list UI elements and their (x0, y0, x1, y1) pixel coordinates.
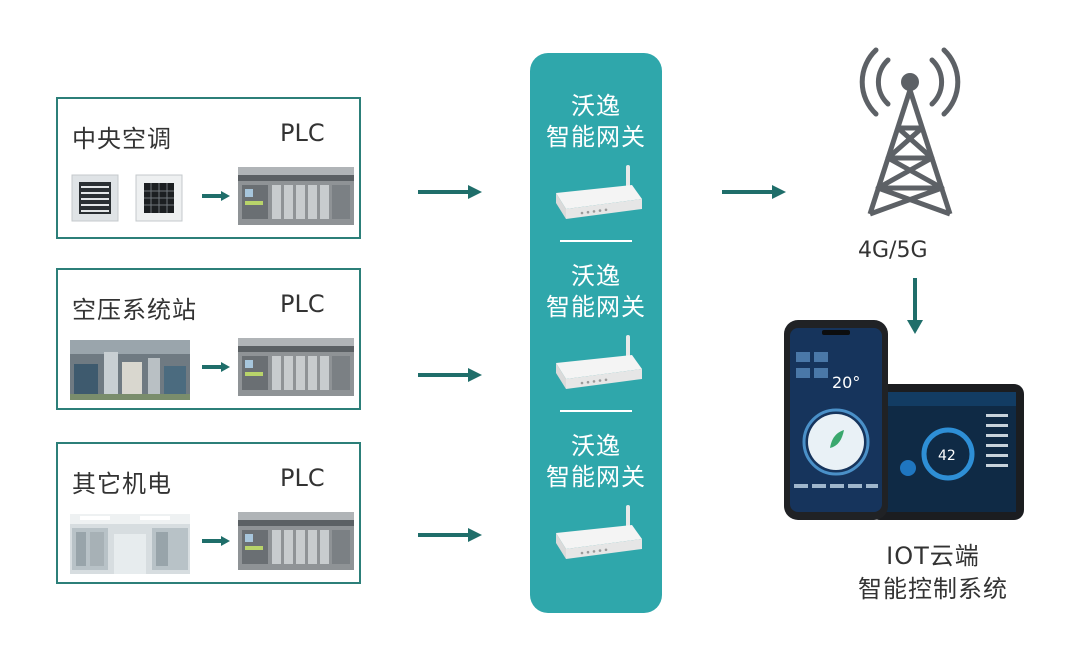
gateway-divider (560, 410, 632, 412)
gateway-block: 沃逸 智能网关 (530, 393, 662, 573)
router-icon (556, 335, 642, 389)
router-icon (556, 505, 642, 559)
gateway-label: 沃逸 智能网关 (530, 91, 662, 153)
gateway-label: 沃逸 智能网关 (530, 431, 662, 493)
plc-label: PLC (280, 464, 325, 492)
plc-label: PLC (280, 119, 325, 147)
source-title: 空压系统站 (72, 296, 197, 324)
gateway-brand: 沃逸 (571, 432, 621, 460)
gateway-block: 沃逸 智能网关 (530, 53, 662, 242)
gateway-type: 智能网关 (546, 123, 646, 151)
plc-icon (238, 338, 354, 396)
flow-arrow-icon (418, 528, 482, 542)
electrical-room-icon (70, 514, 190, 574)
plc-icon (238, 167, 354, 225)
svg-text:20°: 20° (832, 373, 860, 392)
svg-text:42: 42 (938, 448, 956, 464)
flow-arrow-icon (722, 185, 786, 199)
gateway-brand: 沃逸 (571, 92, 621, 120)
cloud-subtitle: 智能控制系统 (858, 575, 1008, 603)
small-arrow-icon (202, 191, 230, 201)
plc-label: PLC (280, 290, 325, 318)
gateway-panel: 沃逸 智能网关 沃逸 智能网关 沃逸 智能网关 (530, 53, 662, 613)
plc-icon (238, 512, 354, 570)
source-box-compressor: 空压系统站 PLC (56, 268, 361, 410)
small-arrow-icon (202, 362, 230, 372)
compressor-station-icon (70, 340, 190, 400)
source-box-electrical: 其它机电 PLC (56, 442, 361, 584)
phone-tablet-icon: 42 20° (784, 320, 1024, 520)
small-arrow-icon (202, 536, 230, 546)
source-box-central-ac: 中央空调 PLC (56, 97, 361, 239)
gateway-type: 智能网关 (546, 463, 646, 491)
cell-tower-icon (859, 47, 961, 217)
gateway-brand: 沃逸 (571, 262, 621, 290)
network-label: 4G/5G (858, 238, 928, 263)
gateway-label: 沃逸 智能网关 (530, 261, 662, 323)
gateway-type: 智能网关 (546, 293, 646, 321)
flow-arrow-icon (418, 185, 482, 199)
flow-arrow-icon (418, 368, 482, 382)
down-arrow-icon (907, 278, 923, 334)
router-icon (556, 165, 642, 219)
source-title: 其它机电 (72, 470, 172, 498)
gateway-divider (560, 240, 632, 242)
cloud-title: IOT云端 (886, 542, 980, 570)
source-title: 中央空调 (72, 125, 172, 153)
cloud-label: IOT云端 智能控制系统 (836, 540, 1030, 606)
air-conditioner-icon (71, 174, 183, 222)
gateway-block: 沃逸 智能网关 (530, 223, 662, 412)
